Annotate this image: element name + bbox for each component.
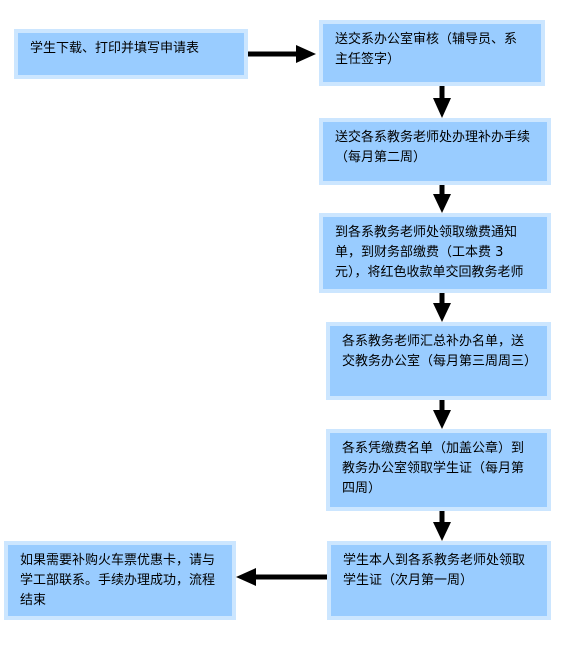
arrow-step2-to-step3 xyxy=(433,86,451,118)
step-1-box: 学生下载、打印并填写申请表 xyxy=(14,29,248,79)
step-3-text: 送交各系教务老师处办理补办手续（每月第二周） xyxy=(335,130,531,165)
arrow-step7-to-step8 xyxy=(236,568,327,586)
step-2-box: 送交系办公室审核（辅导员、系主任签字） xyxy=(319,20,545,86)
step-5-text: 各系教务老师汇总补办名单，送交教务办公室（每月第三周周三） xyxy=(342,334,538,369)
step-8-text: 如果需要补购火车票优惠卡，请与学工部联系。手续办理成功，流程结束 xyxy=(20,553,216,608)
step-4-text: 到各系教务老师处领取缴费通知单，到财务部缴费（工本费 3 元），将红色收款单交回… xyxy=(335,225,524,280)
arrow-step3-to-step4 xyxy=(433,185,451,213)
step-3-box: 送交各系教务老师处办理补办手续（每月第二周） xyxy=(319,118,551,185)
step-8-box: 如果需要补购火车票优惠卡，请与学工部联系。手续办理成功，流程结束 xyxy=(4,541,236,620)
arrow-step4-to-step5 xyxy=(433,293,451,322)
step-5-box: 各系教务老师汇总补办名单，送交教务办公室（每月第三周周三） xyxy=(326,322,551,400)
step-7-box: 学生本人到各系教务老师处领取学生证（次月第一周） xyxy=(327,541,551,620)
step-7-text: 学生本人到各系教务老师处领取学生证（次月第一周） xyxy=(343,553,526,588)
step-6-box: 各系凭缴费名单（加盖公章）到教务办公室领取学生证（每月第四周） xyxy=(326,429,551,511)
arrow-step5-to-step6 xyxy=(433,400,451,429)
step-2-text: 送交系办公室审核（辅导员、系主任签字） xyxy=(335,32,518,67)
step-6-text: 各系凭缴费名单（加盖公章）到教务办公室领取学生证（每月第四周） xyxy=(342,441,525,496)
step-1-text: 学生下载、打印并填写申请表 xyxy=(30,41,200,56)
arrow-step1-to-step2 xyxy=(248,45,316,63)
step-4-box: 到各系教务老师处领取缴费通知单，到财务部缴费（工本费 3 元），将红色收款单交回… xyxy=(319,213,551,293)
arrow-step6-to-step7 xyxy=(433,511,451,541)
